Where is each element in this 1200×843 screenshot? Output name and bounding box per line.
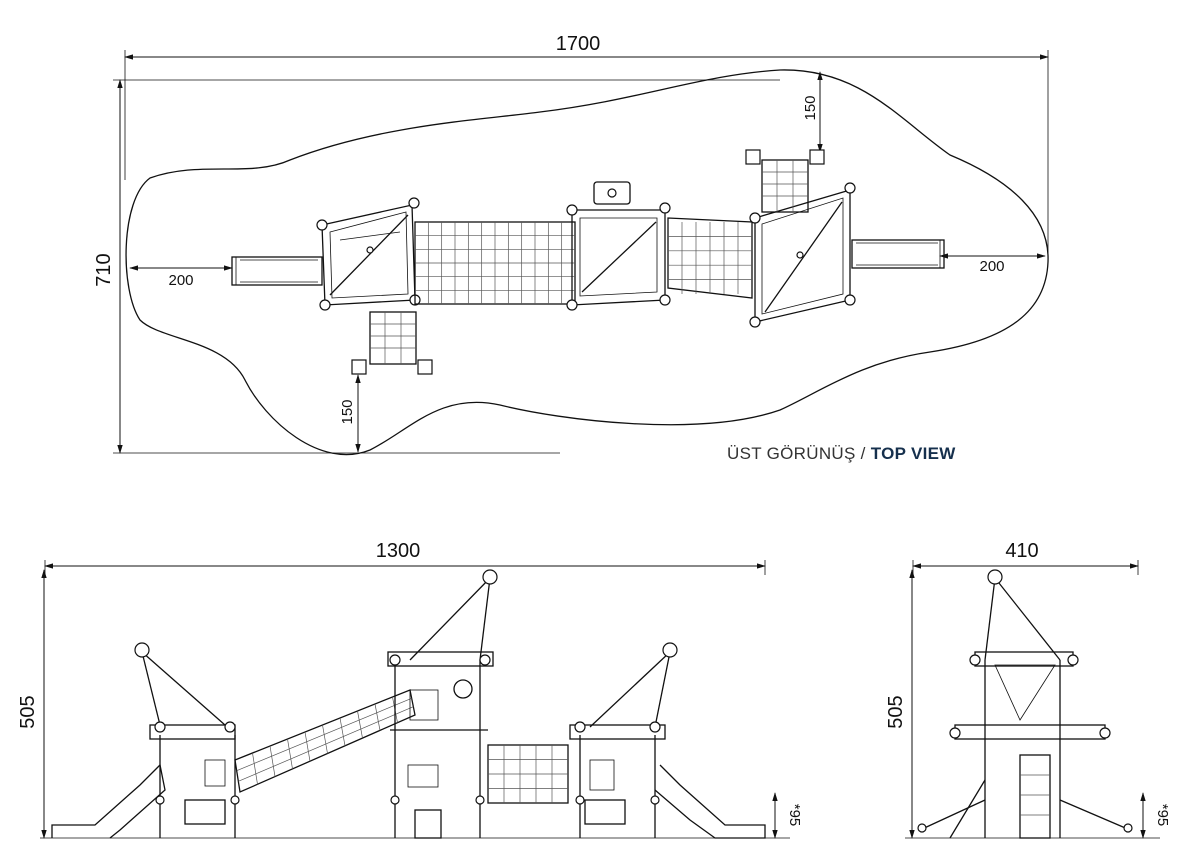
left-slide-dimension: 200 (168, 272, 193, 289)
right-tower-top (749, 182, 856, 328)
front-left-tower (134, 642, 240, 838)
bottom-ladder-dimension: 150 (339, 399, 356, 424)
right-net-bridge (667, 217, 753, 299)
front-net-ramp (234, 689, 416, 793)
view-caption: ÜST GÖRÜNÜŞ / TOP VIEW (727, 444, 956, 464)
top-view: 1700 710 200 200 150 150 (93, 33, 1049, 456)
front-width-dimension: 1300 (376, 540, 421, 562)
caption-separator: / (860, 444, 866, 463)
front-net-bridge (487, 744, 569, 804)
caption-english: TOP VIEW (870, 444, 956, 463)
top-ladder (745, 149, 825, 213)
front-left-slide (51, 763, 166, 839)
front-view: 1300 505 *95 (17, 540, 803, 839)
side-view: 410 505 *95 (885, 540, 1171, 839)
side-width-dimension: 410 (1005, 540, 1038, 562)
front-height-dimension: 505 (17, 695, 39, 728)
left-slide (231, 256, 323, 286)
caption-turkish: ÜST GÖRÜNÜŞ (727, 444, 856, 463)
top-ladder-dimension: 150 (802, 95, 819, 120)
bottom-ladder (351, 311, 433, 375)
side-tower (917, 569, 1133, 839)
safety-zone-outline (125, 69, 1049, 456)
front-middle-tower (387, 569, 498, 839)
depth-dimension-label: 710 (93, 253, 115, 286)
front-right-tower (569, 642, 678, 838)
side-height-dimension: 505 (885, 695, 907, 728)
middle-tower-top (566, 181, 671, 311)
front-right-slide (654, 764, 766, 839)
right-slide (851, 239, 945, 269)
right-slide-dimension: 200 (979, 258, 1004, 275)
side-foundation-dimension: *95 (1154, 804, 1171, 827)
left-net-bridge (414, 221, 576, 305)
front-foundation-dimension: *95 (786, 804, 803, 827)
width-dimension-label: 1700 (556, 33, 601, 55)
left-tower-top (316, 197, 421, 311)
